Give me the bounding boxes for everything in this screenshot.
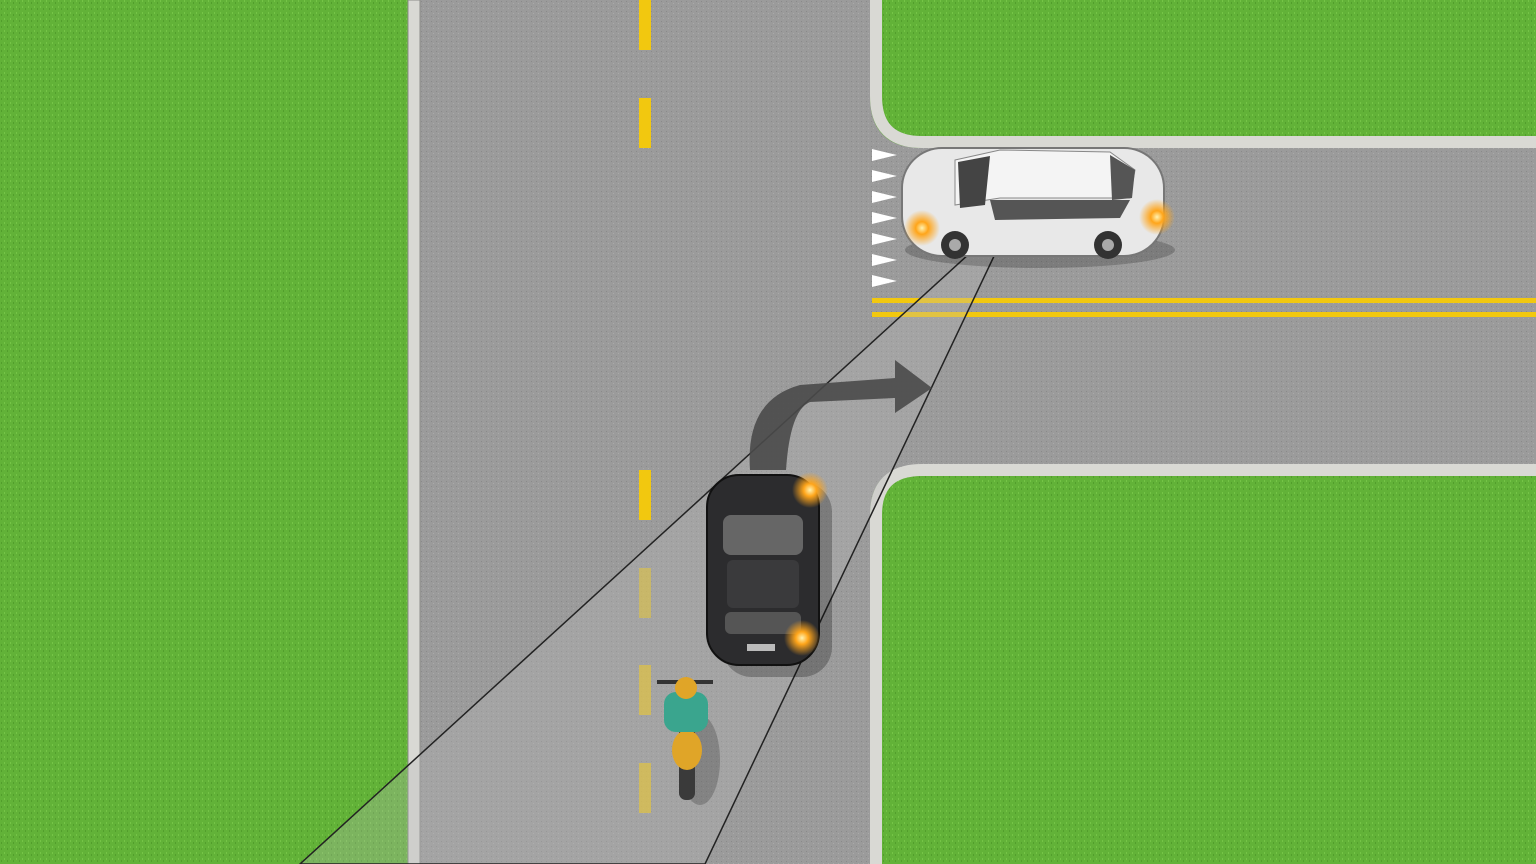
signal-light — [784, 620, 820, 656]
sight-cone — [298, 211, 1016, 864]
grass-top-right — [882, 0, 1536, 136]
signal-light — [904, 210, 940, 246]
curb-top-right — [870, 0, 1536, 148]
road — [420, 0, 1536, 864]
signal-light — [792, 472, 828, 508]
yield-triangle-icon — [872, 149, 897, 287]
center-dashed-line — [639, 0, 651, 813]
curb-left — [407, 0, 421, 864]
grass-bottom-right — [882, 475, 1536, 864]
signal-light — [1139, 199, 1175, 235]
double-yellow-line — [872, 298, 1536, 317]
white-car — [901, 147, 1175, 268]
black-car — [706, 472, 832, 677]
grass-left — [0, 0, 420, 864]
motorcycle-rider — [657, 677, 720, 805]
turn-right-arrow-icon — [749, 360, 932, 470]
